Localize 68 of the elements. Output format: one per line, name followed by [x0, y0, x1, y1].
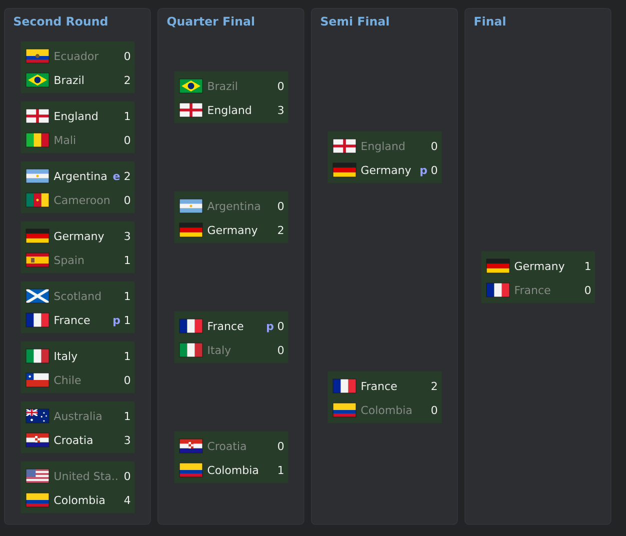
team-name: Australia: [54, 412, 102, 420]
team-name: England: [208, 106, 251, 116]
team-name: France: [515, 286, 550, 294]
score: 1: [125, 352, 130, 360]
score: 1: [125, 316, 130, 324]
panel-heading: Final: [474, 16, 506, 26]
score: 1: [125, 412, 130, 420]
team-name: England: [54, 112, 98, 122]
score: 0: [124, 376, 130, 384]
score-note: e: [113, 174, 120, 180]
score: 2: [124, 172, 130, 180]
team-name: Mali: [54, 136, 76, 144]
team-name: United Sta..: [54, 472, 118, 480]
team-name: Scotland: [54, 292, 101, 300]
team-name: Italy: [208, 346, 231, 356]
score: 0: [124, 52, 130, 60]
team-name: Spain: [54, 256, 84, 266]
team-name: France: [208, 322, 244, 330]
team-name: Cameroon: [54, 196, 110, 204]
score-note: p: [420, 168, 427, 176]
score: 2: [124, 76, 130, 84]
score: 0: [278, 82, 284, 90]
score: 0: [432, 166, 438, 174]
score: 3: [124, 232, 130, 240]
team-name: England: [362, 142, 404, 152]
team-name: Colombia: [361, 406, 412, 414]
team-name: Italy: [54, 352, 78, 362]
team-name: Chile: [54, 376, 81, 384]
team-name: Germany: [54, 232, 104, 242]
score: 0: [124, 136, 130, 144]
team-name: Croatia: [208, 442, 246, 450]
team-name: France: [362, 382, 397, 390]
score: 0: [278, 442, 284, 450]
panel-heading: Quarter Final: [167, 16, 254, 28]
score: 0: [432, 406, 438, 414]
score: 0: [278, 346, 284, 354]
team-name: Brazil: [54, 76, 84, 84]
score: 1: [125, 256, 130, 264]
score: 0: [124, 196, 130, 204]
score: 0: [585, 286, 591, 294]
score: 1: [586, 262, 590, 270]
team-name: Colombia: [54, 496, 104, 504]
panel-heading: Semi Final: [321, 16, 389, 26]
score: 2: [432, 382, 437, 390]
score: 4: [124, 496, 130, 504]
score: 3: [124, 436, 130, 444]
panel-heading: Second Round: [14, 16, 108, 26]
score: 1: [125, 292, 130, 300]
team-name: Croatia: [54, 436, 92, 444]
score: 1: [278, 466, 284, 474]
team-name: France: [54, 316, 90, 324]
team-name: Brazil: [208, 82, 237, 90]
team-name: Ecuador: [54, 52, 99, 60]
team-name: Argentina: [207, 202, 260, 212]
score: 0: [124, 472, 130, 480]
score: 3: [278, 106, 284, 114]
score: 2: [278, 226, 284, 234]
score-note: p: [114, 318, 120, 326]
team-name: Colombia: [208, 466, 258, 474]
team-name: Germany: [208, 226, 258, 236]
team-name: Germany: [514, 262, 564, 272]
score-note: p: [267, 324, 274, 332]
team-name: Argentina: [54, 172, 106, 182]
team-name: Germany: [361, 166, 411, 176]
score: 0: [278, 202, 284, 210]
score: 1: [125, 112, 130, 120]
score: 0: [432, 142, 438, 150]
score: 0: [278, 322, 284, 330]
